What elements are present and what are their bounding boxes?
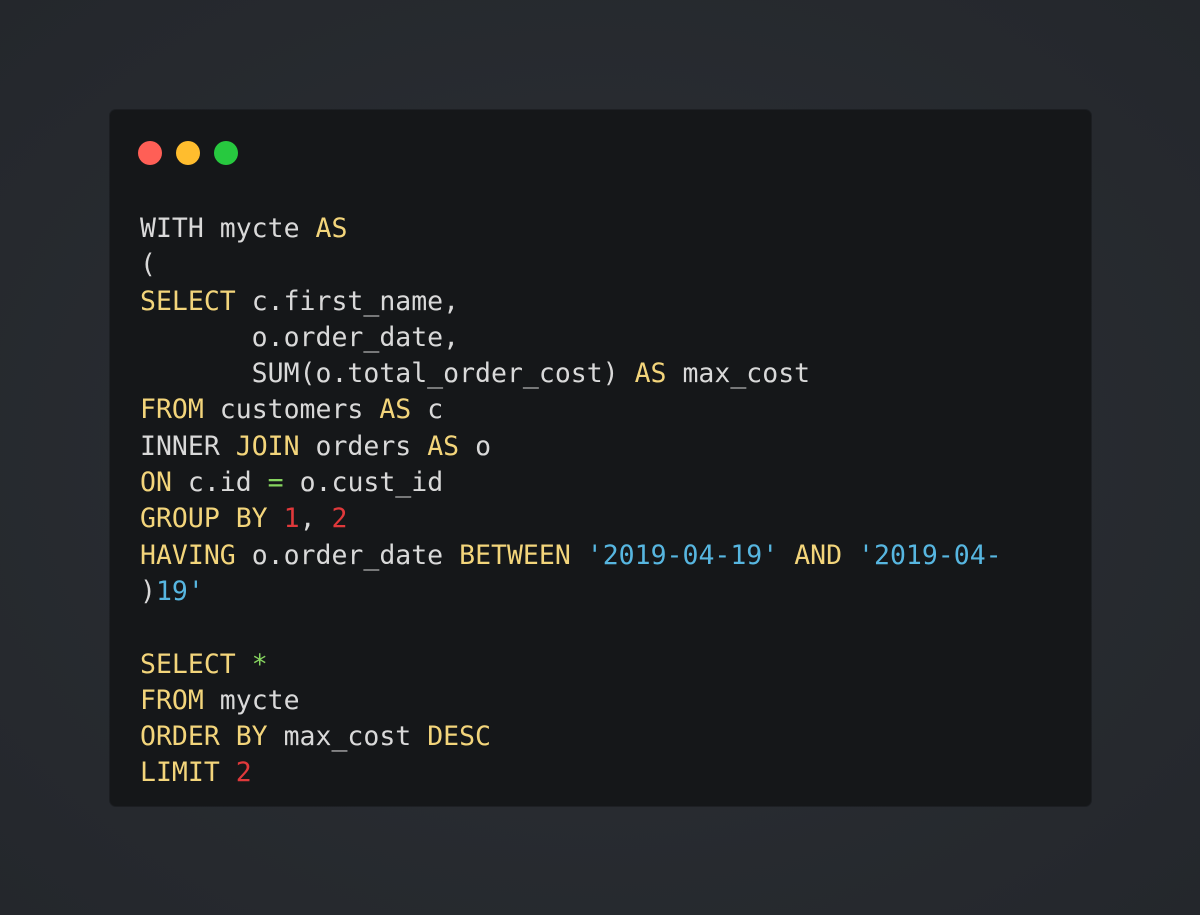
code-text <box>220 757 236 788</box>
code-line <box>140 610 1002 646</box>
code-line: GROUP BY 1, 2 <box>140 501 1002 537</box>
string-literal: 19' <box>155 575 204 607</box>
sql-keyword: AS <box>427 430 460 462</box>
code-line: ON c.id = o.cust_id <box>140 465 1002 501</box>
code-line: INNER JOIN orders AS o <box>140 429 1002 465</box>
code-text: WITH mycte <box>140 213 316 244</box>
code-text: INNER <box>140 430 236 462</box>
sql-keyword: AS <box>315 213 348 244</box>
number-literal: 2 <box>331 503 348 535</box>
operator: = <box>267 467 284 499</box>
code-line: LIMIT 2 <box>140 755 1002 791</box>
code-line: FROM mycte <box>140 683 1002 719</box>
sql-keyword: LIMIT <box>140 757 220 789</box>
code-line: FROM customers AS c <box>140 392 1002 428</box>
code-text: ) <box>140 575 156 607</box>
code-line: WITH mycte AS <box>140 211 1002 247</box>
code-text: c.id <box>171 467 268 499</box>
code-line: ORDER BY max_cost DESC <box>140 719 1002 755</box>
number-literal: 2 <box>235 757 252 789</box>
sql-keyword: ON <box>140 467 172 499</box>
sql-keyword: FROM <box>140 394 204 426</box>
code-text: mycte <box>203 684 300 716</box>
minimize-button[interactable] <box>176 141 200 165</box>
operator: * <box>251 648 268 680</box>
code-text <box>571 540 587 571</box>
string-literal: '2019-04- <box>858 539 1002 571</box>
string-literal: '2019-04-19' <box>586 539 779 571</box>
sql-keyword: GROUP BY <box>140 503 268 535</box>
sql-keyword: FROM <box>140 684 204 716</box>
code-text: o.order_date <box>235 539 460 571</box>
code-line: HAVING o.order_date BETWEEN '2019-04-19'… <box>140 538 1002 574</box>
code-text <box>842 540 858 571</box>
sql-keyword: AND <box>794 539 843 571</box>
code-line: SELECT * <box>140 647 1002 683</box>
code-text: c.first_name, <box>235 285 460 317</box>
sql-keyword: BETWEEN <box>459 539 571 571</box>
sql-keyword: AS <box>634 358 667 390</box>
sql-keyword: SELECT <box>140 285 236 317</box>
code-text: customers <box>203 394 380 426</box>
sql-keyword: AS <box>379 394 412 426</box>
code-line: o.order_date, <box>140 320 1002 356</box>
sql-keyword: HAVING <box>140 539 236 571</box>
close-button[interactable] <box>138 141 162 165</box>
code-text: ( <box>140 249 156 281</box>
window-controls <box>138 141 238 165</box>
code-text <box>268 503 284 534</box>
code-text <box>236 649 252 680</box>
code-text: max_cost <box>267 721 428 753</box>
code-text: SUM(o.total_order_cost) <box>140 358 635 390</box>
code-line: SELECT c.first_name, <box>140 284 1002 320</box>
code-text: o <box>459 430 492 462</box>
maximize-button[interactable] <box>214 141 238 165</box>
sql-keyword: SELECT <box>140 648 236 680</box>
code-text: max_cost <box>666 358 811 390</box>
code-line: )19' <box>140 574 1002 610</box>
sql-code-block: WITH mycte AS(SELECT c.first_name, o.ord… <box>140 211 1002 792</box>
sql-keyword: ORDER BY <box>140 721 268 753</box>
code-window: WITH mycte AS(SELECT c.first_name, o.ord… <box>110 110 1091 806</box>
code-text: , <box>299 503 332 535</box>
code-text: orders <box>299 430 428 462</box>
sql-keyword: JOIN <box>235 430 300 462</box>
code-line: SUM(o.total_order_cost) AS max_cost <box>140 356 1002 392</box>
number-literal: 1 <box>283 503 300 535</box>
code-line: ( <box>140 247 1002 283</box>
code-text <box>778 540 794 571</box>
code-text: c <box>411 394 444 426</box>
code-text: o.order_date, <box>140 321 460 353</box>
code-text: o.cust_id <box>283 467 444 499</box>
sql-keyword: DESC <box>427 721 492 753</box>
